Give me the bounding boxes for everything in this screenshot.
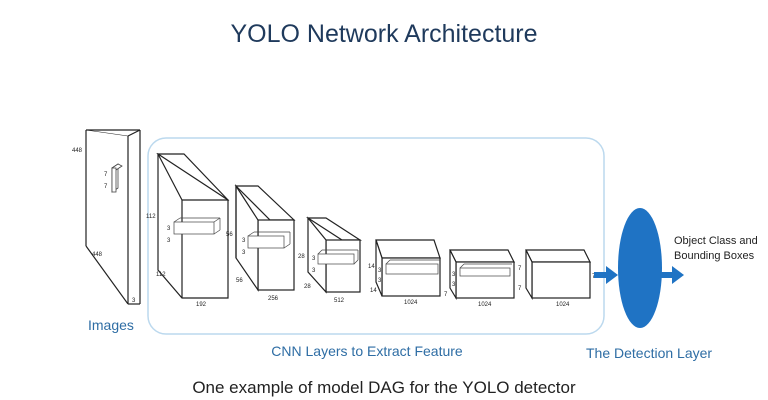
layer-4-kernel-h-label: 3	[378, 268, 382, 274]
input-width-label: 448	[92, 252, 103, 258]
layer-2-kernel	[247, 231, 291, 249]
layer-6-channels-label: 1024	[556, 302, 570, 308]
output-label: Object Class and Bounding Boxes	[674, 234, 758, 264]
layer-2-kernel-h-label: 3	[242, 238, 246, 244]
layer-1-kernel	[173, 217, 221, 235]
cnn-frame	[147, 137, 605, 335]
layer-3-block	[305, 216, 363, 294]
output-label-line-2: Bounding Boxes	[674, 250, 755, 262]
layer-1-kernel-w-label: 3	[167, 238, 171, 244]
output-label-line-1: Object Class and	[674, 235, 758, 247]
layer-4-channels-label: 1024	[404, 300, 418, 306]
layer-5-w-label: 7	[444, 292, 448, 298]
layer-4-w-label: 14	[370, 288, 377, 294]
layer-1-w-label: 112	[156, 272, 166, 278]
layer-1-channels-label: 192	[196, 302, 207, 308]
detection-layer-ellipse	[618, 208, 662, 328]
layer-1-kernel-h-label: 3	[167, 226, 171, 232]
input-depth-label: 3	[132, 298, 136, 304]
input-kernel	[111, 163, 123, 193]
input-height-label: 448	[72, 148, 83, 154]
layer-5-h-label: 7	[518, 266, 522, 272]
layer-5-kernel-w-label: 3	[452, 282, 456, 288]
layer-4-kernel	[385, 259, 440, 275]
layer-6-h-label: 7	[518, 286, 522, 292]
layer-2-kernel-w-label: 3	[242, 250, 246, 256]
layer-3-h-label: 28	[298, 254, 305, 260]
layer-2-channels-label: 256	[268, 296, 279, 302]
layer-3-w-label: 28	[304, 284, 311, 290]
layer-3-kernel	[317, 249, 359, 265]
arrow-to-output	[660, 266, 684, 284]
input-image	[85, 129, 141, 305]
layer-5-channels-label: 1024	[478, 302, 492, 308]
layer-2-w-label: 56	[236, 278, 243, 284]
input-kernel-w-label: 7	[104, 184, 108, 190]
layer-5-kernel	[459, 263, 512, 277]
layer-3-channels-label: 512	[334, 298, 345, 304]
layer-2-h-label: 56	[226, 232, 233, 238]
diagram-caption: One example of model DAG for the YOLO de…	[192, 378, 576, 397]
layer-5-kernel-h-label: 3	[452, 272, 456, 278]
input-kernel-h-label: 7	[104, 172, 108, 178]
layer-3-kernel-w-label: 3	[312, 268, 316, 274]
detection-layer-label: The Detection Layer	[586, 345, 713, 361]
layer-3-kernel-h-label: 3	[312, 256, 316, 262]
images-label: Images	[88, 317, 134, 333]
cnn-layers-label: CNN Layers to Extract Feature	[271, 343, 463, 359]
diagram-title: YOLO Network Architecture	[230, 20, 538, 48]
layer-6-block	[525, 249, 591, 301]
arrow-to-detection	[594, 266, 618, 284]
layer-4-h-label: 14	[368, 264, 375, 270]
layer-4-kernel-w-label: 3	[378, 278, 382, 284]
layer-1-h-label: 112	[146, 214, 156, 220]
